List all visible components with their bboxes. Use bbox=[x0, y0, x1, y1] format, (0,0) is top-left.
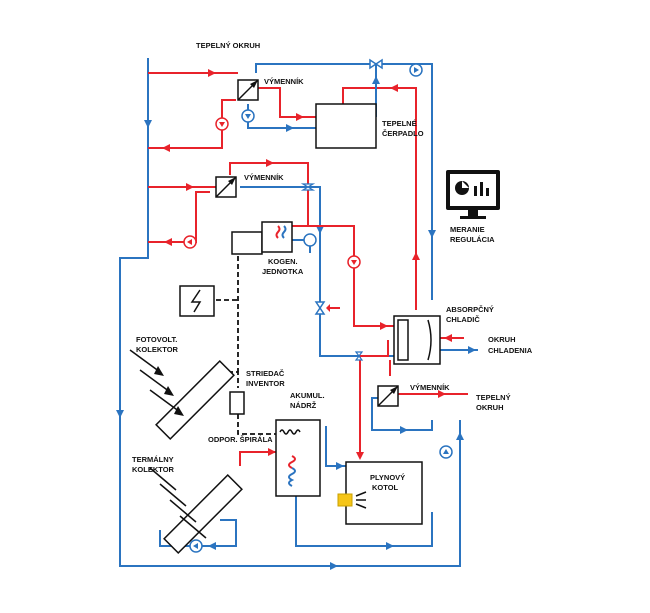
exchanger-3 bbox=[377, 385, 399, 407]
label-odpor-spirala: ODPOR. ŠPIRÁLA bbox=[208, 435, 273, 444]
label-vymennik-2: VÝMENNÍK bbox=[244, 173, 284, 182]
label-tepelny-okruh-right-1: TEPELNÝ bbox=[476, 393, 511, 402]
accumulation-tank bbox=[275, 419, 321, 497]
label-cerpadlo: ČERPADLO bbox=[382, 129, 424, 138]
label-tepelne: TEPELNÉ bbox=[382, 119, 417, 128]
solar-panel-icon bbox=[129, 349, 235, 440]
exchanger-3-lines bbox=[371, 360, 468, 434]
exchanger-2 bbox=[215, 176, 237, 198]
label-okruh-chladenia-1: OKRUH bbox=[488, 335, 516, 344]
label-regulacia: REGULÁCIA bbox=[450, 235, 495, 244]
lightning-icon bbox=[179, 285, 215, 317]
label-nadrz: NÁDRŽ bbox=[290, 401, 317, 410]
label-okruh-chladenia-2: CHLADENIA bbox=[488, 346, 533, 355]
absorption-chiller bbox=[393, 315, 441, 365]
label-vymennik-3: VÝMENNÍK bbox=[410, 383, 450, 392]
label-kotol: KOTOL bbox=[372, 483, 399, 492]
label-kogen: KOGEN. bbox=[268, 257, 298, 266]
pump-icon bbox=[183, 63, 453, 553]
label-jednotka: JEDNOTKA bbox=[262, 267, 304, 276]
burner-flame-icon bbox=[337, 493, 353, 507]
label-meranie: MERANIE bbox=[450, 225, 485, 234]
main-heat-circuit bbox=[116, 58, 464, 570]
cogen-section bbox=[148, 159, 394, 357]
exchanger-1 bbox=[237, 79, 259, 101]
label-inventor: INVENTOR bbox=[246, 379, 285, 388]
label-termalny-kolektor: KOLEKTOR bbox=[132, 465, 175, 474]
label-plynovy: PLYNOVÝ bbox=[370, 473, 405, 482]
thermal-collector bbox=[149, 467, 243, 554]
label-akumul: AKUMUL. bbox=[290, 391, 325, 400]
label-fotovolt-kolektor: KOLEKTOR bbox=[136, 345, 179, 354]
inverter bbox=[229, 391, 245, 415]
valve-icon bbox=[300, 58, 383, 361]
label-tepelny-okruh-top: TEPELNÝ OKRUH bbox=[196, 41, 260, 50]
top-section bbox=[148, 63, 436, 310]
heat-pump bbox=[315, 103, 377, 149]
cogen-unit bbox=[231, 221, 293, 255]
monitor-chart-icon bbox=[446, 170, 500, 219]
label-tepelny-okruh-right-2: OKRUH bbox=[476, 403, 504, 412]
tank-boiler-lines bbox=[159, 426, 433, 550]
label-termalny: TERMÁLNY bbox=[132, 455, 174, 464]
label-absorpcny: ABSORPČNÝ bbox=[446, 305, 494, 314]
gas-boiler bbox=[337, 461, 423, 525]
absorption-chiller-lines bbox=[358, 334, 478, 440]
label-chladic: CHLADIČ bbox=[446, 315, 480, 324]
label-striedac: STRIEDAČ bbox=[246, 369, 285, 378]
label-vymennik-1: VÝMENNÍK bbox=[264, 77, 304, 86]
label-fotovolt: FOTOVOLT. bbox=[136, 335, 177, 344]
electrical-lines bbox=[216, 256, 276, 435]
